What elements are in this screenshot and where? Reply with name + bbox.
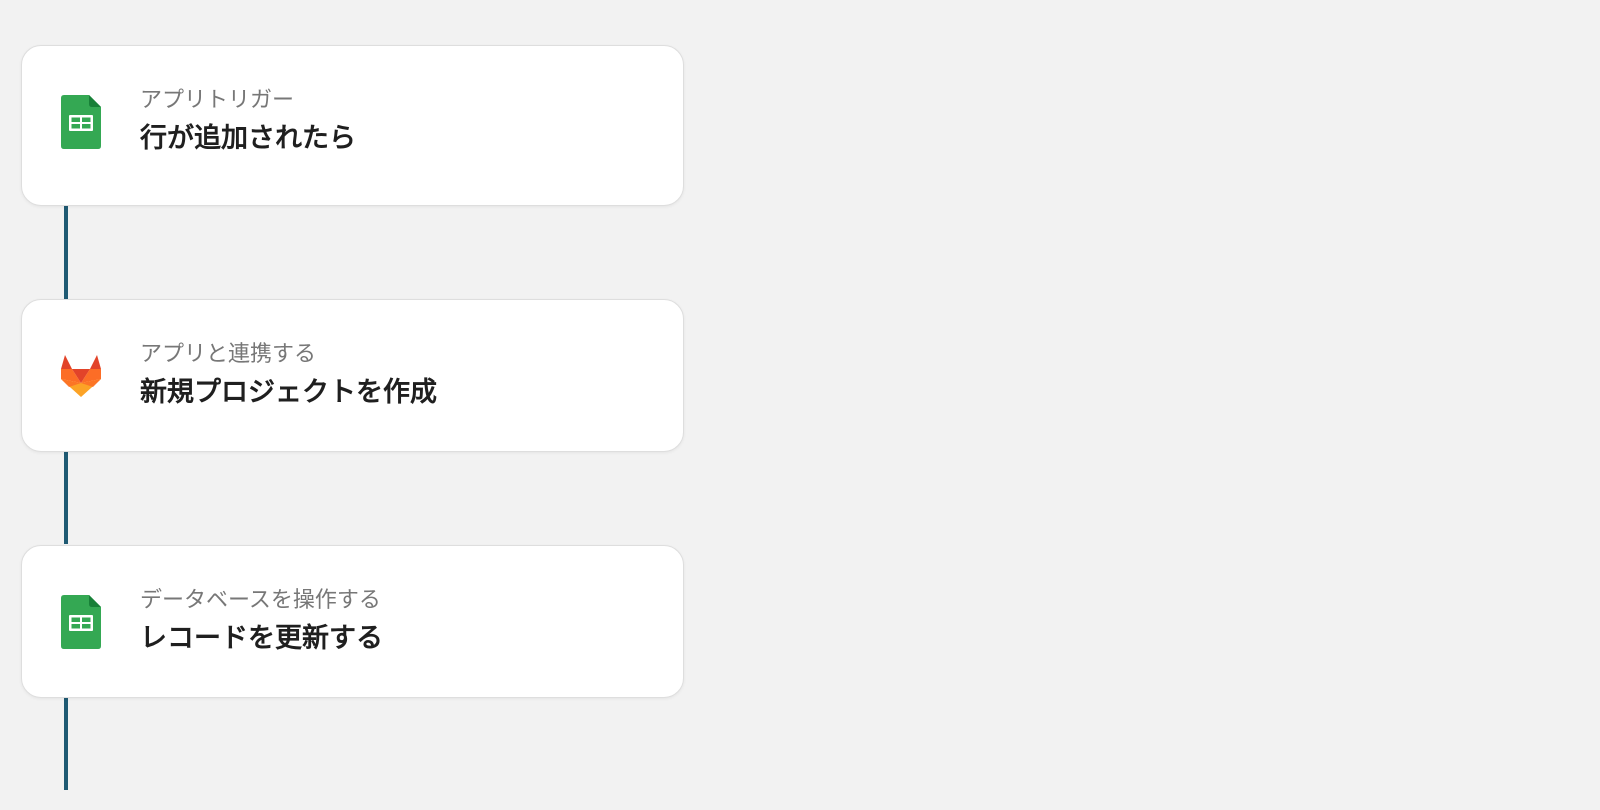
google-sheets-icon bbox=[61, 595, 101, 649]
flow-step-trigger-card[interactable]: アプリトリガー 行が追加されたら bbox=[21, 45, 684, 206]
step-title: 新規プロジェクトを作成 bbox=[140, 377, 437, 408]
google-sheets-icon bbox=[61, 95, 101, 149]
step-type-label: アプリと連携する bbox=[140, 342, 317, 367]
gitlab-icon bbox=[61, 355, 101, 397]
step-type-label: アプリトリガー bbox=[140, 88, 295, 113]
connector-line bbox=[64, 698, 68, 790]
flow-step-database-card[interactable]: データベースを操作する レコードを更新する bbox=[21, 545, 684, 698]
step-title: 行が追加されたら bbox=[140, 123, 356, 154]
flow-step-app-card[interactable]: アプリと連携する 新規プロジェクトを作成 bbox=[21, 299, 684, 452]
step-type-label: データベースを操作する bbox=[140, 588, 381, 613]
connector-line bbox=[64, 206, 68, 299]
step-title: レコードを更新する bbox=[140, 623, 383, 654]
connector-line bbox=[64, 452, 68, 544]
